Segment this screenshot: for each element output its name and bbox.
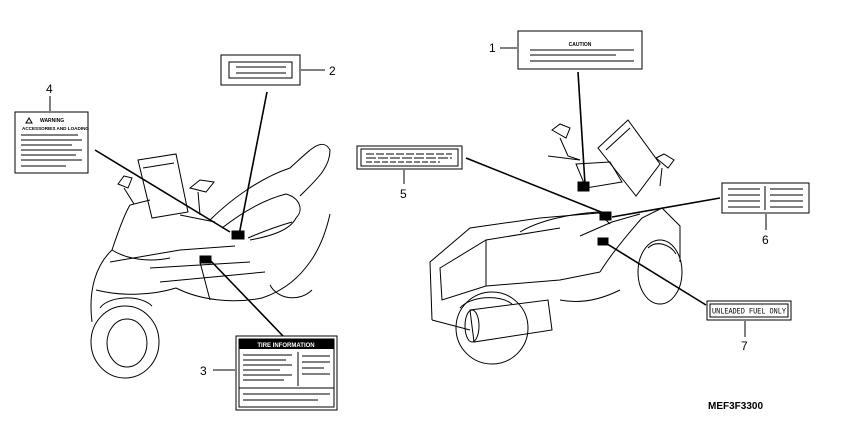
callout-7: 7 [741,339,748,353]
warning-label: WARNING ACCESSORIES AND LOADING [14,111,89,174]
caution-label: CAUTION [517,30,643,70]
scooter-left-illustration [90,143,331,379]
scooter-right-illustration [429,119,683,365]
label-2 [220,54,301,86]
tire-information-label: TIRE INFORMATION [235,335,338,411]
callout-3: 3 [200,364,207,378]
caution-label-text: CAUTION [569,42,592,48]
accessories-label-text: ACCESSORIES AND LOADING [22,126,89,131]
unleaded-fuel-label: UNLEADED FUEL ONLY [706,300,792,321]
callout-5: 5 [400,187,407,201]
callout-6: 6 [762,233,769,247]
warning-label-text: WARNING [40,118,64,124]
label-5 [356,145,463,170]
label-6 [721,182,810,214]
callout-2: 2 [329,64,336,78]
callout-4: 4 [46,82,53,96]
tire-information-label-text: TIRE INFORMATION [257,343,314,349]
unleaded-fuel-label-text: UNLEADED FUEL ONLY [712,307,786,317]
leader-lines [49,47,767,371]
callout-1: 1 [489,41,496,55]
part-code: MEF3F3300 [708,401,763,412]
